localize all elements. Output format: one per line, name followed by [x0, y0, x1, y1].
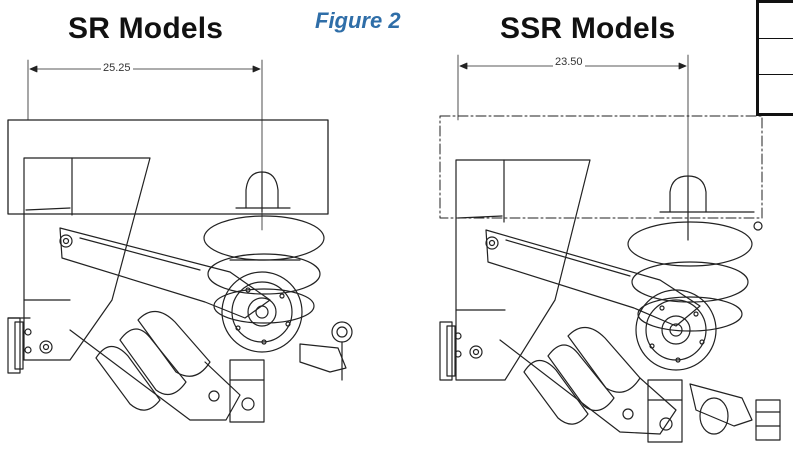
- sr-suspension-drawing: [7, 59, 353, 423]
- sr-air-spring: [203, 171, 325, 324]
- sr-dimension-label: 25.25: [101, 62, 133, 74]
- spec-table-row: [759, 39, 793, 75]
- sr-hub: [221, 271, 303, 353]
- spec-table-edge: [756, 0, 793, 116]
- ssr-dimension-line: [457, 54, 689, 241]
- sr-hanger-bracket: [7, 157, 151, 374]
- ssr-dimension-label: 23.50: [553, 56, 585, 68]
- ssr-air-spring: [627, 175, 763, 332]
- spec-table-row: [759, 75, 793, 111]
- ssr-suspension-drawing: [439, 54, 781, 443]
- ssr-hub: [635, 289, 717, 371]
- ssr-models-title: SSR Models: [500, 12, 676, 45]
- sr-models-title: SR Models: [68, 12, 224, 45]
- figure-caption: Figure 2: [315, 8, 401, 33]
- sr-frame-rail: [7, 119, 329, 215]
- ssr-hanger-bracket: [439, 159, 591, 381]
- spec-table-row: [759, 3, 793, 39]
- sr-pivot-bushing: [24, 234, 73, 354]
- sr-brake-assembly: [69, 310, 353, 423]
- ssr-trailing-arm: [485, 229, 701, 327]
- ssr-pivot-bushing: [454, 236, 499, 359]
- ssr-frame-outline: [439, 115, 763, 219]
- sr-trailing-arm: [59, 227, 271, 319]
- sr-dimension-line: [27, 59, 263, 231]
- ssr-brake-assembly: [499, 326, 781, 443]
